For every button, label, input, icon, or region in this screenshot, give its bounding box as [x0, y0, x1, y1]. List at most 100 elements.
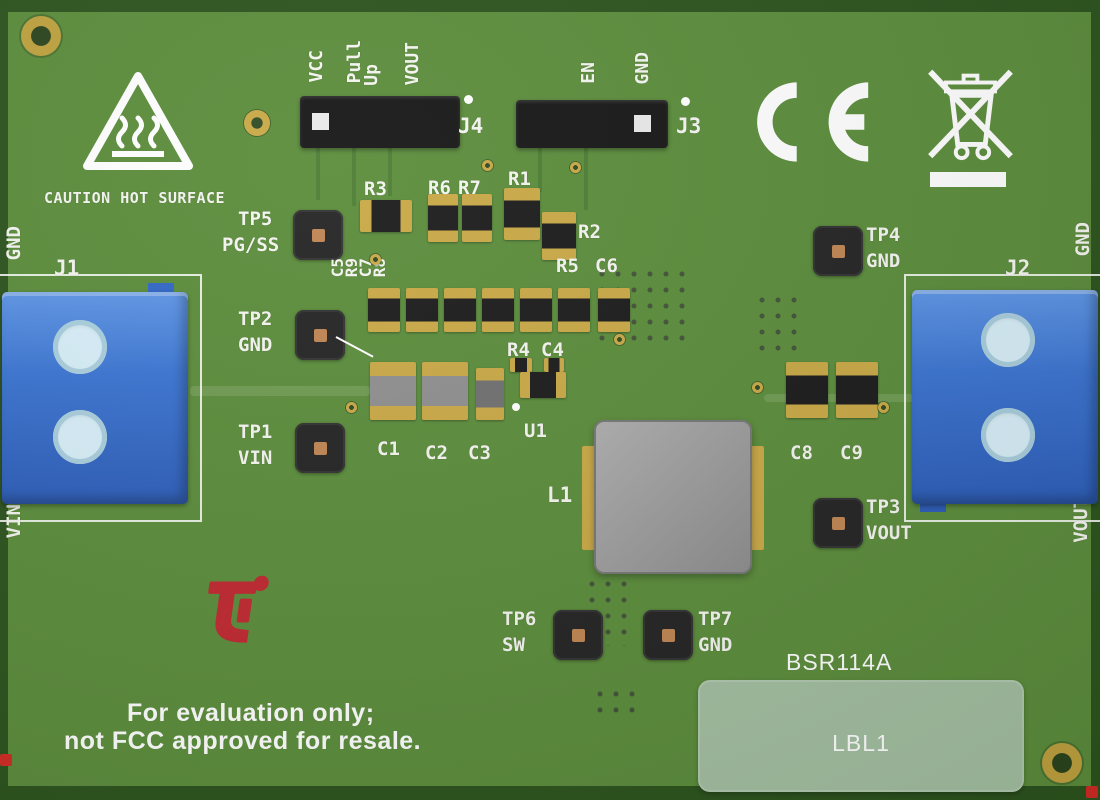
trace: [388, 148, 392, 196]
weee-bar: [930, 172, 1006, 187]
eval-notice-line1: For evaluation only;: [127, 699, 375, 727]
component-r1: [504, 188, 540, 240]
component-c1: [370, 362, 416, 420]
j4-pin-label-vout: VOUT: [402, 42, 423, 86]
j1-net-gnd: GND: [3, 226, 25, 261]
board-label-lbl1: LBL1: [698, 680, 1024, 792]
component-c5: [368, 288, 400, 332]
via: [346, 402, 357, 413]
ref-j4: J4: [458, 114, 484, 138]
testpoint-tp7: [643, 610, 693, 660]
label-tp1: TP1: [238, 421, 273, 443]
j1-net-vin: VIN: [3, 504, 25, 539]
label-tp6: TP6: [502, 608, 537, 630]
via: [614, 334, 625, 345]
ref-j3: J3: [676, 114, 702, 138]
j3-pin-label-gnd: GND: [632, 52, 653, 85]
pin1-marker-dot: [464, 95, 473, 104]
testpoint-pad: [571, 628, 585, 642]
testpoint-tp4: [813, 226, 863, 276]
label-tp1-net: VIN: [238, 447, 273, 469]
fiducial-mark: [0, 754, 12, 766]
label-tp6-net: SW: [502, 634, 525, 656]
caution-text: CAUTION HOT SURFACE: [44, 189, 226, 207]
label-c8: C8: [790, 442, 813, 464]
header-pin-pad: [634, 115, 651, 132]
j1-silkscreen-outline: [0, 274, 202, 522]
header-pin-pad: [312, 113, 329, 130]
header-j4: [300, 96, 460, 148]
component-r6: [428, 194, 458, 242]
label-c1: C1: [377, 438, 400, 460]
component-r5: [558, 288, 590, 332]
pin1-marker-dot: [681, 97, 690, 106]
label-r7: R7: [458, 177, 481, 199]
terminal-hole: [981, 408, 1035, 462]
j4-pin-label-vcc: VCC: [306, 50, 327, 83]
component-c3: [476, 368, 504, 420]
eval-notice-line2: not FCC approved for resale.: [64, 727, 422, 755]
header-j3: [516, 100, 668, 148]
j2-silkscreen-outline: [904, 274, 1100, 522]
trace: [190, 386, 370, 396]
label-c3: C3: [468, 442, 491, 464]
via: [482, 160, 493, 171]
label-l1: L1: [547, 483, 573, 507]
weee-bin-icon: [918, 56, 1022, 170]
component-c2: [422, 362, 468, 420]
label-c2: C2: [425, 442, 448, 464]
label-c6: C6: [595, 255, 618, 277]
label-tp3-net: VOUT: [866, 522, 912, 544]
testpoint-pad: [311, 228, 325, 242]
trace: [584, 148, 588, 210]
label-tp2: TP2: [238, 308, 273, 330]
terminal-block-j1: [2, 292, 188, 504]
ti-logo: [192, 570, 288, 660]
label-tp4: TP4: [866, 224, 901, 246]
testpoint-pad: [831, 516, 845, 530]
label-r5: R5: [556, 255, 579, 277]
j3-pin-label-en: EN: [578, 62, 599, 84]
testpoint-tp6: [553, 610, 603, 660]
via: [370, 254, 381, 265]
via: [752, 382, 763, 393]
testpoint-pad: [831, 244, 845, 258]
part-number-text: BSR114A: [786, 649, 893, 675]
ic-u1: [520, 372, 566, 398]
component-r7: [462, 194, 492, 242]
trace: [538, 148, 542, 192]
component-smd: [520, 288, 552, 332]
label-r6: R6: [428, 177, 451, 199]
component-r3: [360, 200, 412, 232]
ref-j1: J1: [54, 256, 80, 280]
label-r2: R2: [578, 221, 601, 243]
via-grid: [754, 292, 800, 356]
component-c9: [836, 362, 878, 418]
via: [878, 402, 889, 413]
component-r4: [510, 358, 532, 372]
mounting-hole-bottom-right: [1042, 743, 1082, 783]
label-c4: C4: [541, 339, 564, 361]
j2-net-gnd: GND: [1072, 222, 1094, 257]
label-tp4-net: GND: [866, 250, 901, 272]
component-c7: [444, 288, 476, 332]
label-tp2-net: GND: [238, 334, 273, 356]
terminal-hole: [53, 410, 107, 464]
testpoint-pad: [661, 628, 675, 642]
ce-mark-icon: [733, 80, 873, 168]
mounting-hole-top-left: [21, 16, 61, 56]
pin1-marker-dot: [512, 403, 520, 411]
testpoint-tp1: [295, 423, 345, 473]
testpoint-tp2: [295, 310, 345, 360]
component-c8: [786, 362, 828, 418]
trace: [352, 148, 356, 206]
board-edge-top: [0, 0, 1100, 12]
label-tp7-net: GND: [698, 634, 733, 656]
label-tp5-net: PG/SS: [222, 234, 280, 256]
component-r9: [406, 288, 438, 332]
testpoint-tp3: [813, 498, 863, 548]
component-r2: [542, 212, 576, 260]
component-c4: [544, 358, 564, 372]
component-r8: [482, 288, 514, 332]
